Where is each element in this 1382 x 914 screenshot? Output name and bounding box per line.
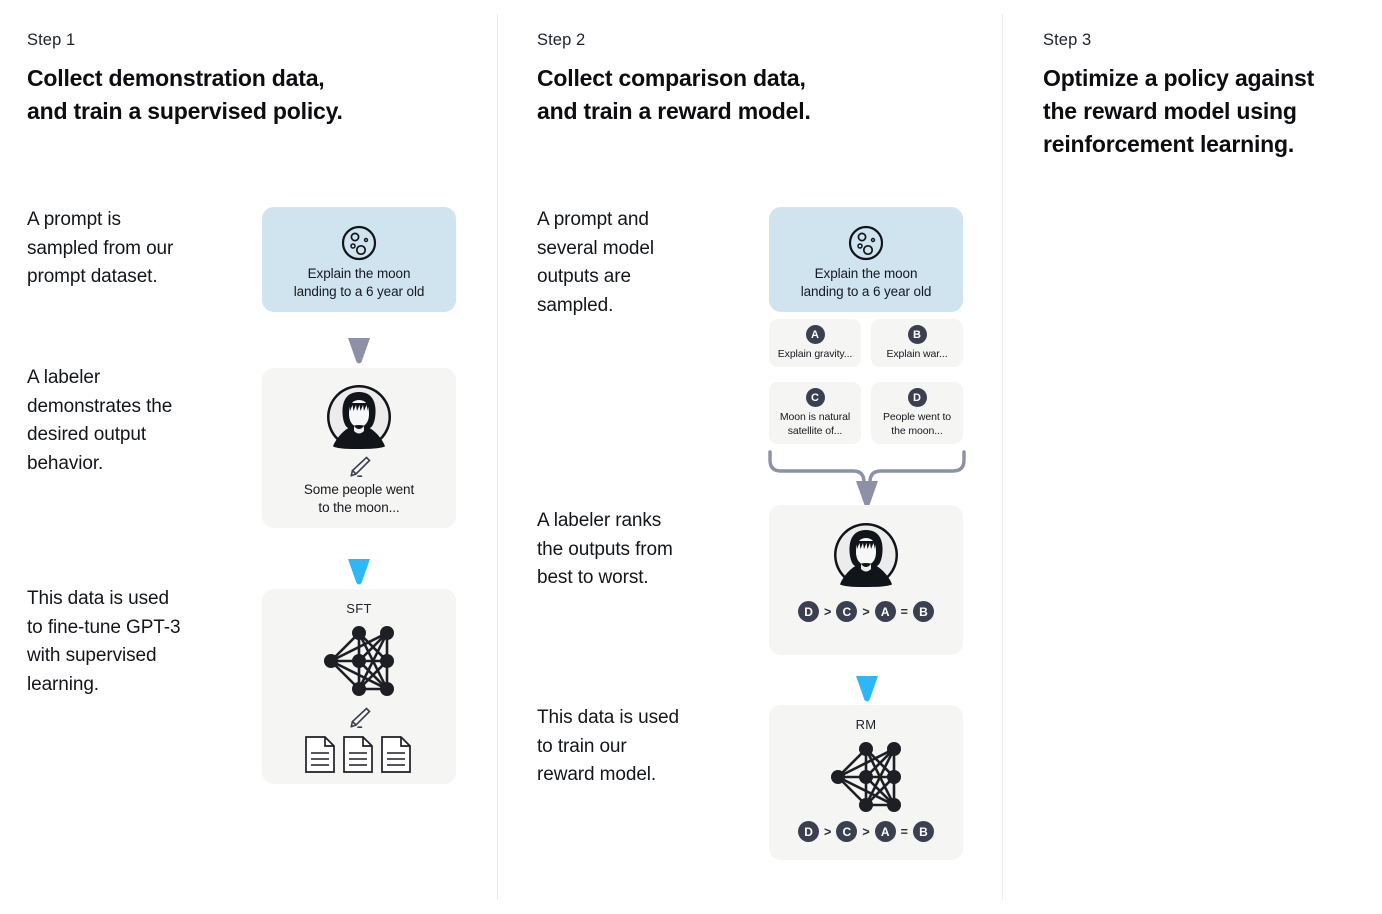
rank-badge-2: C: [836, 601, 858, 622]
rm-rank-badge-3: A: [874, 821, 896, 842]
step-1-prompt-line-2: landing to a 6 year old: [293, 284, 425, 299]
rank-badge-1: D: [798, 601, 820, 622]
output-card-d[interactable]: D People went to the moon...: [871, 382, 963, 444]
step-1-labeler-line-2: to the moon...: [318, 500, 400, 515]
step-1-paragraph-2: A labeler demonstrates the desired outpu…: [27, 367, 173, 474]
rank-operator-3: =: [900, 604, 908, 619]
moon-icon: [846, 223, 886, 263]
step-1-label: Step 1: [27, 31, 76, 49]
step-2-prompt-line-2: landing to a 6 year old: [800, 284, 932, 299]
step-2-prompt-line-1: Explain the moon: [814, 266, 918, 281]
neural-network-icon: [309, 621, 409, 701]
arrow-prompt-to-labeler: [344, 338, 374, 364]
step-1-labeler-line-1: Some people went: [303, 482, 415, 497]
output-text-a: Explain gravity...: [777, 348, 853, 360]
rm-rank-operator-1: >: [824, 824, 832, 839]
brace-outputs-to-labeler: [767, 450, 967, 510]
step-2-column: Step 2 Collect comparison data, and trai…: [498, 0, 1002, 914]
rm-rank-badge-4: B: [912, 821, 934, 842]
step-2-labeler-rank-card[interactable]: D > C > A = B: [769, 505, 963, 655]
pencil-icon: [347, 707, 373, 729]
ranking-row-labeler: D > C > A = B: [769, 601, 963, 622]
step-2-prompt-card[interactable]: Explain the moon landing to a 6 year old: [769, 207, 963, 312]
output-text-b: Explain war...: [886, 348, 948, 360]
output-badge-c: C: [805, 388, 825, 407]
neural-network-icon: [816, 737, 916, 817]
column-divider-2: [1002, 14, 1003, 900]
step-1-labeler-card[interactable]: Some people went to the moon...: [262, 368, 456, 528]
step-1-paragraph-1: A prompt is sampled from our prompt data…: [27, 209, 174, 287]
step-3-title-line-2: the reward model using: [1043, 98, 1297, 124]
column-divider-1: [497, 14, 498, 900]
arrow-labeler-to-rm: [852, 676, 882, 702]
rank-operator-2: >: [862, 604, 870, 619]
step-3-label: Step 3: [1043, 31, 1092, 49]
output-badge-a: A: [805, 325, 825, 344]
step-2-rm-card[interactable]: RM: [769, 705, 963, 860]
moon-icon: [339, 223, 379, 263]
labeler-avatar-icon: [325, 383, 393, 451]
step-2-paragraph-3: This data is used to train our reward mo…: [537, 707, 679, 785]
step-3-column: Step 3 Optimize a policy against the rew…: [1003, 0, 1382, 914]
output-badge-d: D: [907, 388, 927, 407]
rm-model-label: RM: [855, 717, 877, 732]
output-text-c: Moon is natural satellite of...: [779, 411, 851, 437]
step-1-prompt-line-1: Explain the moon: [307, 266, 411, 281]
step-1-title-line-2: and train a supervised policy.: [27, 98, 343, 124]
labeler-avatar-icon: [832, 521, 900, 589]
step-1-title-line-1: Collect demonstration data,: [27, 65, 325, 91]
rm-rank-operator-3: =: [900, 824, 908, 839]
rm-rank-operator-2: >: [862, 824, 870, 839]
documents-icon: [304, 734, 414, 776]
pencil-icon: [347, 456, 373, 478]
rm-rank-badge-1: D: [798, 821, 820, 842]
output-badge-b: B: [907, 325, 927, 344]
step-2-label: Step 2: [537, 31, 586, 49]
step-1-prompt-card[interactable]: Explain the moon landing to a 6 year old: [262, 207, 456, 312]
step-1-sft-card[interactable]: SFT: [262, 589, 456, 784]
rank-badge-4: B: [912, 601, 934, 622]
output-card-b[interactable]: B Explain war...: [871, 319, 963, 367]
step-3-title-line-1: Optimize a policy against: [1043, 65, 1315, 91]
output-text-d: People went to the moon...: [882, 411, 952, 437]
output-card-a[interactable]: A Explain gravity...: [769, 319, 861, 367]
output-card-c[interactable]: C Moon is natural satellite of...: [769, 382, 861, 444]
step-2-title-line-2: and train a reward model.: [537, 98, 811, 124]
step-2-title-line-1: Collect comparison data,: [537, 65, 806, 91]
step-1-column: Step 1 Collect demonstration data, and t…: [0, 0, 497, 914]
step-3-title-line-3: reinforcement learning.: [1043, 131, 1295, 157]
step-2-paragraph-2: A labeler ranks the outputs from best to…: [537, 510, 673, 588]
rm-rank-badge-2: C: [836, 821, 858, 842]
arrow-labeler-to-sft: [344, 559, 374, 585]
ranking-row-rm: D > C > A = B: [769, 821, 963, 842]
rank-operator-1: >: [824, 604, 832, 619]
rank-badge-3: A: [874, 601, 896, 622]
sft-model-label: SFT: [346, 601, 372, 616]
step-2-paragraph-1: A prompt and several model outputs are s…: [537, 209, 654, 316]
step-1-paragraph-3: This data is used to fine-tune GPT-3 wit…: [27, 588, 181, 695]
